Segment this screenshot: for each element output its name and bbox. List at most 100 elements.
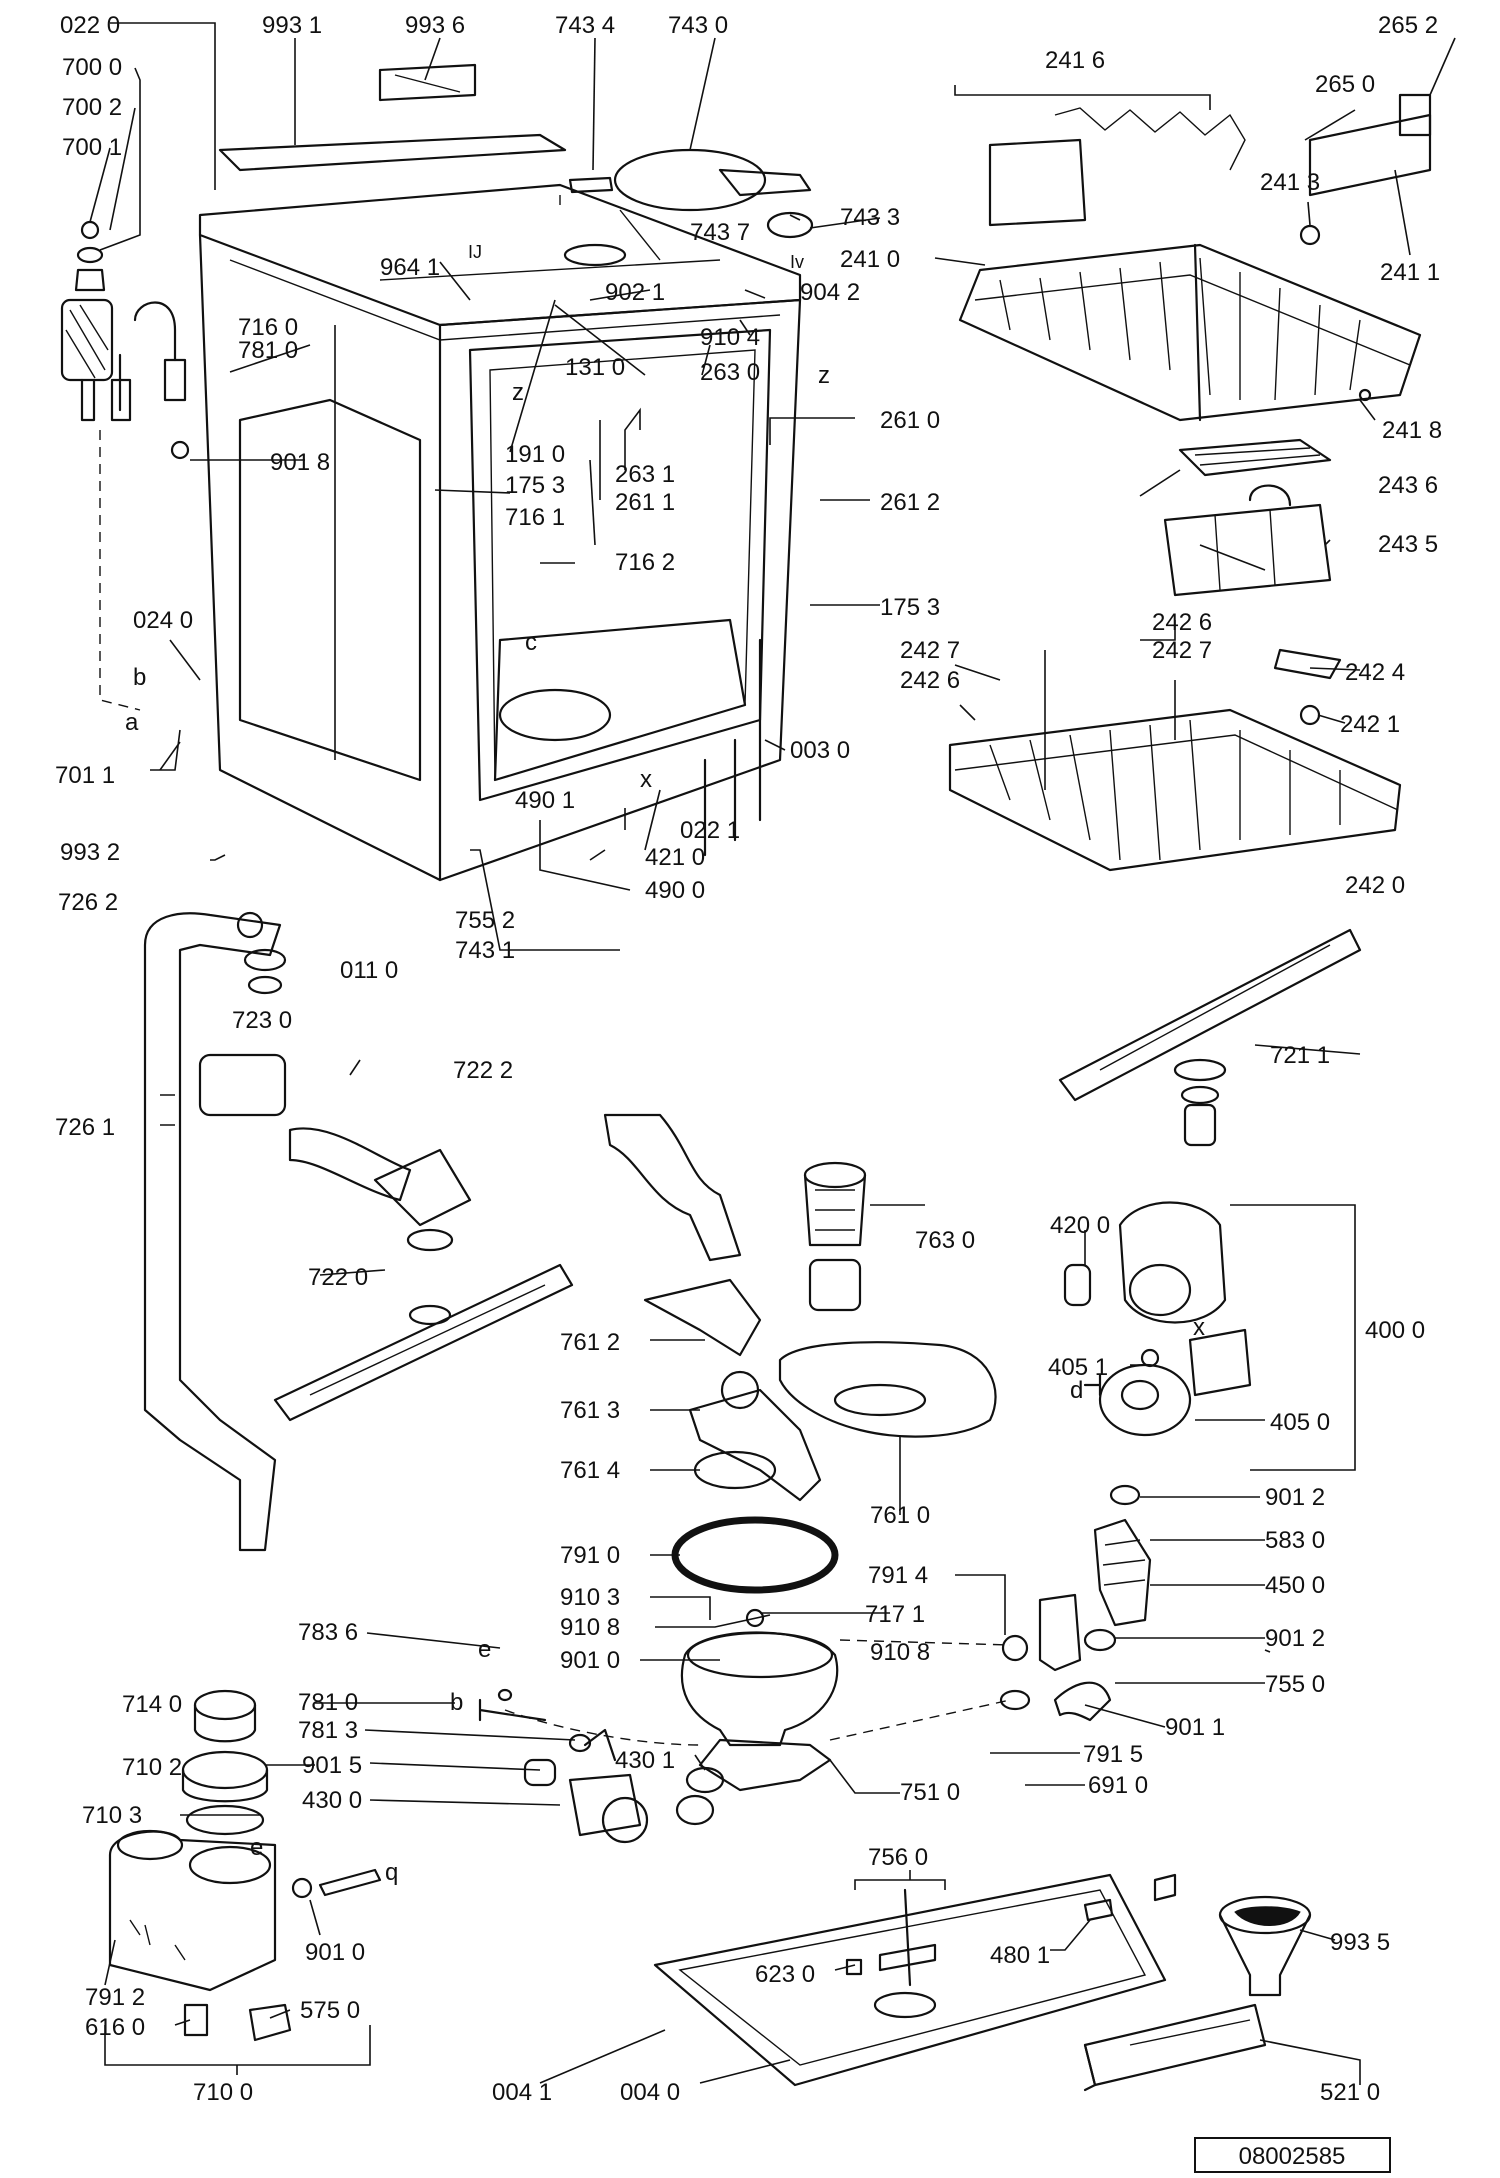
part-label: 024 0: [133, 607, 193, 634]
part-label: 265 2: [1378, 12, 1438, 39]
letter-x-2: x: [1193, 1314, 1205, 1341]
upper-spray-arm: [1058, 928, 1362, 1147]
filter-assembly: [603, 1113, 997, 1502]
base-frame: [653, 1873, 1177, 2087]
part-label: 243 6: [1378, 472, 1438, 499]
document-code: 08002585: [1239, 2143, 1346, 2170]
part-label: 700 2: [62, 94, 122, 121]
circulation-hoses: [999, 1484, 1152, 1722]
part-label: 761 0: [870, 1502, 930, 1529]
part-label: 700 1: [62, 134, 122, 161]
part-label: 781 3: [298, 1717, 358, 1744]
dash-route-1: [504, 1709, 701, 1746]
lower-basket: [948, 648, 1402, 872]
part-label: 763 0: [915, 1227, 975, 1254]
letter-markers: b a c z z x IJ Iv x d e b e q: [125, 242, 1205, 1886]
part-label: 242 1: [1340, 711, 1400, 738]
line-art: [60, 63, 1432, 2092]
letter-b-2: b: [450, 1689, 463, 1716]
part-label: 242 6: [900, 667, 960, 694]
part-label: 726 2: [58, 889, 118, 916]
part-label: 420 0: [1050, 1212, 1110, 1239]
part-label: 791 0: [560, 1542, 620, 1569]
part-label: 710 3: [82, 1802, 142, 1829]
part-label: 263 0: [700, 359, 760, 386]
part-label: 761 2: [560, 1329, 620, 1356]
part-label: 743 1: [455, 937, 515, 964]
letter-d-1: d: [1070, 1377, 1083, 1404]
control-module: [1083, 2003, 1267, 2092]
document-code-box: 08002585: [1194, 2137, 1391, 2173]
letter-z-1: z: [512, 379, 524, 406]
part-label: 175 3: [880, 594, 940, 621]
part-label: 783 6: [298, 1619, 358, 1646]
part-label: 616 0: [85, 2014, 145, 2041]
part-label: 910 8: [870, 1639, 930, 1666]
part-label: 755 0: [1265, 1671, 1325, 1698]
part-label: 400 0: [1365, 1317, 1425, 1344]
part-label: 722 0: [308, 1264, 368, 1291]
letter-a-1: a: [125, 709, 139, 736]
part-labels: 022 0 993 1 993 6 743 4 743 0 265 2 700 …: [55, 12, 1442, 2106]
part-label: 901 1: [1165, 1714, 1225, 1741]
part-label: 781 0: [238, 337, 298, 364]
part-label: 241 0: [840, 246, 900, 273]
part-label: 405 0: [1270, 1409, 1330, 1436]
pump-motor: [1063, 1201, 1252, 1437]
part-label: 904 2: [800, 279, 860, 306]
part-label: 241 1: [1380, 259, 1440, 286]
part-label: 743 4: [555, 12, 615, 39]
cutlery-items: [1163, 438, 1332, 597]
part-label: 901 0: [560, 1647, 620, 1674]
letter-e-2: e: [250, 1834, 263, 1861]
part-label: 261 0: [880, 407, 940, 434]
part-label: 761 4: [560, 1457, 620, 1484]
part-label: 910 4: [700, 324, 760, 351]
part-label: 583 0: [1265, 1527, 1325, 1554]
part-label: 910 3: [560, 1584, 620, 1611]
letter-b-1: b: [133, 664, 146, 691]
part-label: 743 7: [690, 219, 750, 246]
part-label: 716 2: [615, 549, 675, 576]
part-label: 902 1: [605, 279, 665, 306]
upper-basket: [958, 93, 1432, 422]
part-label: 242 7: [900, 637, 960, 664]
part-label: 480 1: [990, 1942, 1050, 1969]
part-label: 716 1: [505, 504, 565, 531]
part-label: 751 0: [900, 1779, 960, 1806]
part-label: 575 0: [300, 1997, 360, 2024]
part-label: 623 0: [755, 1961, 815, 1988]
part-label: 242 7: [1152, 637, 1212, 664]
part-label: 791 2: [85, 1984, 145, 2011]
part-label: 993 2: [60, 839, 120, 866]
part-label: 241 3: [1260, 169, 1320, 196]
top-panels: [218, 63, 567, 172]
part-label: 901 2: [1265, 1625, 1325, 1652]
part-label: 450 0: [1265, 1572, 1325, 1599]
letter-z-2: z: [818, 362, 830, 389]
part-label: 791 4: [868, 1562, 928, 1589]
part-label: 761 3: [560, 1397, 620, 1424]
part-label: 721 1: [1270, 1042, 1330, 1069]
part-label: 011 0: [340, 957, 398, 984]
salt-funnel: [1218, 1895, 1312, 1997]
aqua-stop-assembly: [60, 220, 190, 711]
part-label: 901 2: [1265, 1484, 1325, 1511]
part-label: 743 0: [668, 12, 728, 39]
letter-ij: IJ: [468, 242, 482, 262]
motor-group-bracket: [1230, 1204, 1356, 1471]
inlet-connector: [291, 1868, 382, 1899]
part-label: 003 0: [790, 737, 850, 764]
letter-iv: Iv: [790, 252, 804, 272]
part-label: 131 0: [565, 354, 625, 381]
part-label: 901 8: [270, 449, 330, 476]
part-label: 242 0: [1345, 872, 1405, 899]
lower-spray-arm: [198, 1053, 574, 1422]
part-label: 993 5: [1330, 1929, 1390, 1956]
part-label: 261 2: [880, 489, 940, 516]
part-label: 700 0: [62, 54, 122, 81]
dash-route-3: [839, 1639, 1011, 1646]
part-label: 910 8: [560, 1614, 620, 1641]
part-label: 263 1: [615, 461, 675, 488]
